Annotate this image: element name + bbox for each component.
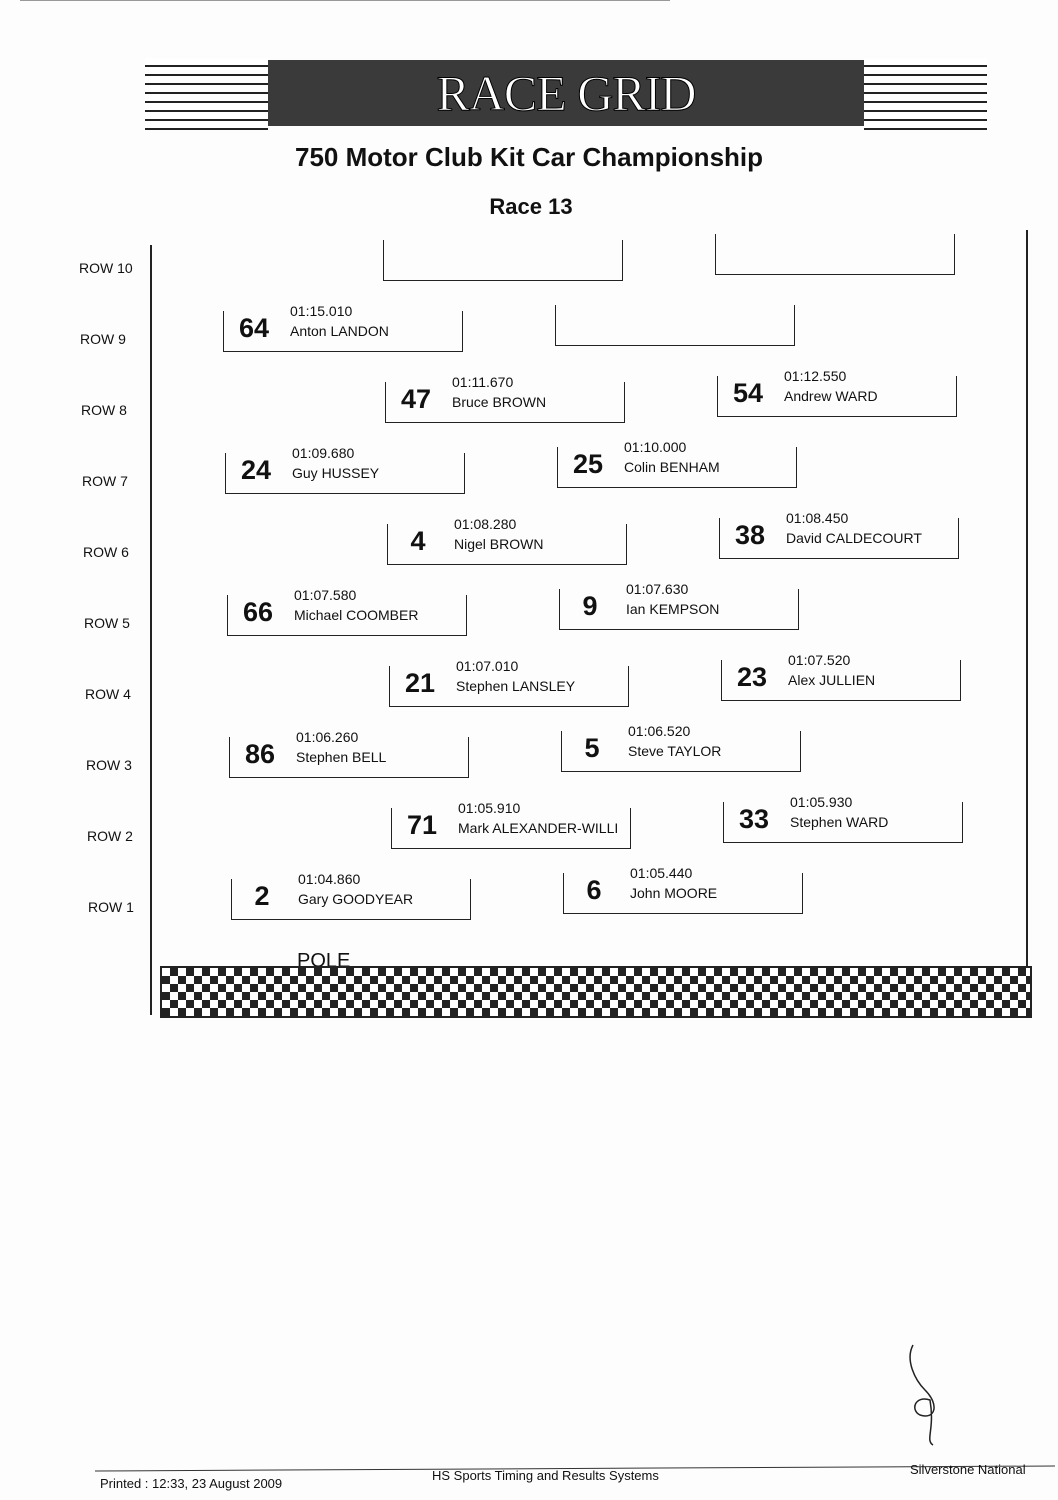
driver-name: Colin BENHAM (624, 459, 720, 475)
empty-grid-slot (715, 234, 955, 275)
driver-lap-time: 01:06.520 (628, 723, 691, 739)
driver-car-number: 38 (734, 520, 766, 550)
grid-frame-right (1026, 230, 1028, 970)
driver-lap-time: 01:05.910 (458, 800, 521, 816)
race-title: Race 13 (489, 194, 573, 219)
driver-lap-time: 01:05.930 (790, 794, 853, 810)
driver-name: Michael COOMBER (294, 607, 419, 623)
race-grid-banner: RACE GRID (145, 58, 987, 130)
driver-lap-time: 01:15.010 (290, 303, 353, 319)
signature (909, 1344, 935, 1446)
driver-name: Mark ALEXANDER-WILLI (458, 820, 619, 836)
driver-lap-time: 01:12.550 (784, 368, 847, 384)
row-label: ROW 3 (86, 757, 132, 773)
driver-lap-time: 01:08.280 (454, 516, 517, 532)
driver-name: Anton LANDON (290, 323, 389, 339)
scan-edge-line (20, 0, 670, 1)
driver-lap-time: 01:07.580 (294, 587, 357, 603)
driver-car-number: 4 (410, 526, 426, 556)
banner-title: RACE GRID (436, 65, 697, 122)
driver-car-number: 2 (254, 881, 270, 911)
driver-lap-time: 01:07.630 (626, 581, 689, 597)
driver-lap-time: 01:04.860 (298, 871, 361, 887)
championship-title: 750 Motor Club Kit Car Championship (294, 142, 764, 172)
driver-car-number: 24 (240, 455, 272, 485)
driver-name: Stephen LANSLEY (456, 678, 576, 694)
driver-lap-time: 01:07.520 (788, 652, 851, 668)
driver-car-number: 6 (586, 875, 602, 905)
row-label: ROW 10 (79, 260, 133, 276)
grid-frame-left (150, 245, 152, 1015)
printed-timestamp: Printed : 12:33, 23 August 2009 (100, 1476, 283, 1491)
row-label: ROW 1 (88, 899, 134, 915)
driver-name: Stephen WARD (790, 814, 889, 830)
driver-car-number: 66 (242, 597, 274, 627)
driver-car-number: 47 (400, 384, 432, 414)
driver-car-number: 21 (404, 668, 436, 698)
driver-car-number: 25 (572, 449, 604, 479)
driver-lap-time: 01:11.670 (452, 374, 514, 390)
banner-stripes-left (145, 58, 268, 130)
driver-car-number: 54 (732, 378, 764, 408)
driver-car-number: 64 (238, 313, 270, 343)
driver-name: Alex JULLIEN (788, 672, 876, 688)
driver-car-number: 5 (584, 733, 600, 763)
driver-car-number: 33 (738, 804, 770, 834)
row-label: ROW 2 (87, 828, 133, 844)
row-label: ROW 9 (80, 331, 126, 347)
driver-name: John MOORE (630, 885, 718, 901)
driver-lap-time: 01:10.000 (624, 439, 687, 455)
timing-system: HS Sports Timing and Results Systems (432, 1468, 659, 1483)
driver-car-number: 71 (406, 810, 438, 840)
driver-name: David CALDECOURT (786, 530, 922, 546)
driver-lap-time: 01:08.450 (786, 510, 849, 526)
banner-stripes-right (864, 58, 987, 130)
row-label: ROW 8 (81, 402, 127, 418)
row-label: ROW 7 (82, 473, 128, 489)
driver-lap-time: 01:06.260 (296, 729, 359, 745)
driver-lap-time: 01:05.440 (630, 865, 693, 881)
row-label: ROW 4 (85, 686, 131, 702)
driver-name: Guy HUSSEY (292, 465, 380, 481)
driver-car-number: 23 (736, 662, 768, 692)
driver-car-number: 9 (582, 591, 598, 621)
driver-lap-time: 01:07.010 (456, 658, 519, 674)
banner-bar: RACE GRID (268, 60, 864, 126)
driver-name: Nigel BROWN (454, 536, 544, 552)
checkered-start-line (160, 966, 1032, 1018)
row-label: ROW 6 (83, 544, 129, 560)
row-label: ROW 5 (84, 615, 130, 631)
driver-name: Stephen BELL (296, 749, 387, 765)
empty-grid-slot (383, 240, 623, 281)
empty-grid-slot (555, 305, 795, 346)
driver-car-number: 86 (244, 739, 276, 769)
driver-name: Andrew WARD (784, 388, 878, 404)
driver-name: Bruce BROWN (452, 394, 547, 410)
driver-name: Gary GOODYEAR (298, 891, 414, 907)
venue: Silverstone National (910, 1462, 1026, 1477)
driver-lap-time: 01:09.680 (292, 445, 355, 461)
driver-name: Ian KEMPSON (626, 601, 720, 617)
driver-name: Steve TAYLOR (628, 743, 722, 759)
